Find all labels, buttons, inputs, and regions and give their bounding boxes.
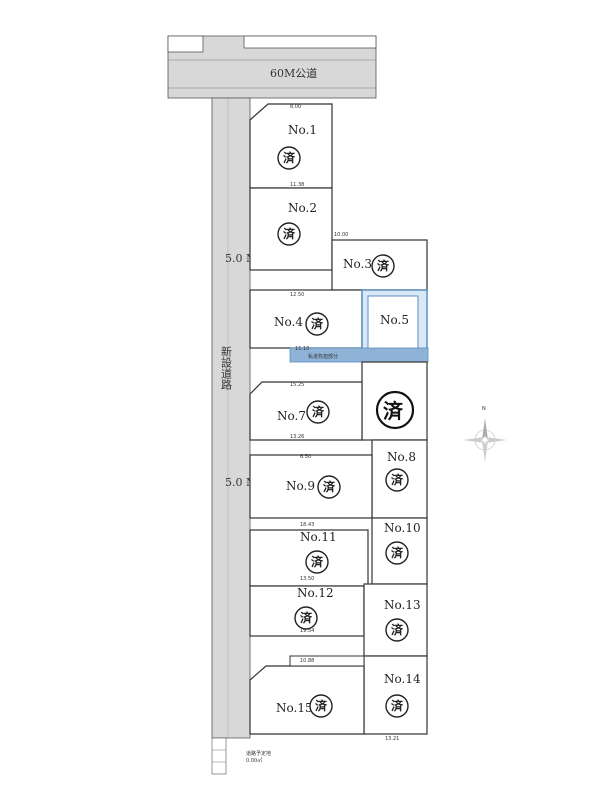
new-road xyxy=(211,97,251,739)
dimension-3: 10.00 xyxy=(334,232,348,238)
lot-label-8: No.8 xyxy=(387,450,416,464)
sold-mark-text-14: 済 xyxy=(391,698,404,713)
sold-mark-text-8: 済 xyxy=(391,472,404,487)
sold-mark-14 xyxy=(385,694,409,718)
sold-stamp-large-text: 済 xyxy=(383,399,404,423)
lot-label-12: No.12 xyxy=(297,586,334,600)
sold-mark-4 xyxy=(305,312,329,336)
dimension-11: 19.54 xyxy=(300,628,314,634)
sold-mark-text-3: 済 xyxy=(377,258,390,273)
road-width-upper: 5.0 M xyxy=(225,252,257,265)
dimension-6: 15.25 xyxy=(290,382,304,388)
setback-area: 0.00㎡ xyxy=(246,757,262,764)
sold-mark-15 xyxy=(309,694,333,718)
sold-mark-text-2: 済 xyxy=(283,226,296,241)
sold-mark-9 xyxy=(317,475,341,499)
lot-label-15: No.15 xyxy=(276,701,313,715)
lot-label-1: No.1 xyxy=(288,123,317,137)
lot-label-3: No.3 xyxy=(343,257,372,271)
sold-mark-text-1: 済 xyxy=(283,150,296,165)
lot-label-11: No.11 xyxy=(300,530,337,544)
new-road-label: 新設道路 xyxy=(220,345,233,391)
lot-label-4: No.4 xyxy=(274,315,303,329)
lot-label-13: No.13 xyxy=(384,598,421,612)
dimension-12: 10.88 xyxy=(300,658,314,664)
lot-label-2: No.2 xyxy=(288,201,317,215)
setback-label: 道路予定地 xyxy=(246,750,271,757)
road-notch-left xyxy=(167,35,204,53)
dimension-5: 15.10 xyxy=(295,346,309,352)
blue-band-label: 私道負担部分 xyxy=(308,353,338,360)
lot-label-7: No.7 xyxy=(277,409,306,423)
lot-label-10: No.10 xyxy=(384,521,421,535)
lot-labels: No.1 済 No.2 済 No.3 済 No.4 済 No.7 済 No.8 済 No.9 済 No.10… xyxy=(274,123,421,718)
dimension-7: 13.26 xyxy=(290,434,304,440)
sold-mark-text-11: 済 xyxy=(311,554,324,569)
sold-mark-text-9: 済 xyxy=(323,479,336,494)
sold-mark-7 xyxy=(306,400,330,424)
lot-label-14: No.14 xyxy=(384,672,421,686)
lot-15-outline xyxy=(249,665,365,735)
dimension-8: 6.50 xyxy=(300,454,311,460)
sold-mark-2 xyxy=(277,222,301,246)
sold-mark-text-12: 済 xyxy=(300,610,313,625)
dimension-9: 18.43 xyxy=(300,522,314,528)
sold-mark-text-13: 済 xyxy=(391,622,404,637)
setback-strip xyxy=(211,737,227,775)
lot-15-strip xyxy=(289,655,365,667)
dimensions: 8.00 11.38 10.00 12.50 15.10 15.25 13.26 6.50 18… xyxy=(290,104,399,742)
sold-mark-text-4: 済 xyxy=(311,316,324,331)
lot-1-outline xyxy=(249,103,333,189)
sold-mark-13 xyxy=(385,618,409,642)
dimension-2: 11.38 xyxy=(290,182,304,188)
road-width-lower: 5.0 M xyxy=(225,476,257,489)
sold-mark-text-10: 済 xyxy=(391,545,404,560)
dimension-1: 8.00 xyxy=(290,104,301,110)
dimension-4: 12.50 xyxy=(290,292,304,298)
sold-mark-11 xyxy=(305,550,329,574)
lot-5-inner xyxy=(367,295,419,355)
sold-mark-text-15: 済 xyxy=(315,698,328,713)
sold-mark-1 xyxy=(277,146,301,170)
lot-label-9: No.9 xyxy=(286,479,315,493)
sold-stamp-large xyxy=(375,390,415,430)
sold-mark-8 xyxy=(385,468,409,492)
blue-band xyxy=(289,347,429,363)
lot-7-outline xyxy=(249,381,363,441)
sold-mark-10 xyxy=(385,541,409,565)
sold-mark-3 xyxy=(371,254,395,278)
road-notch-right xyxy=(243,35,377,49)
public-road-label: 60M公道 xyxy=(270,66,317,80)
lot-4-outline xyxy=(249,289,363,349)
compass-north-label: N xyxy=(482,406,486,412)
sold-mark-12 xyxy=(294,606,318,630)
dimension-10: 13.50 xyxy=(300,576,314,582)
lot-9-outline xyxy=(249,454,373,519)
lot-5-label: No.5 xyxy=(380,313,409,327)
dimension-13: 13.21 xyxy=(385,736,399,742)
sold-mark-text-7: 済 xyxy=(312,404,325,419)
compass-icon: N xyxy=(463,406,507,462)
